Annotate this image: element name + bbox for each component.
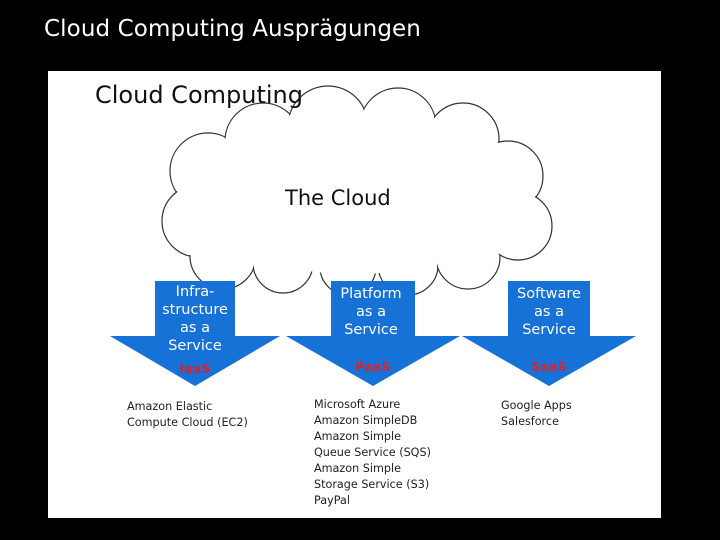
iaas-label: Infra- structure as a Service	[145, 283, 245, 355]
saas-abbr: SaaS	[531, 360, 567, 374]
example-item: Compute Cloud (EC2)	[127, 416, 248, 429]
iaas-label-line: Infra-	[175, 284, 215, 300]
paas-label-line: Platform	[340, 286, 402, 302]
example-item: Amazon Elastic	[127, 400, 213, 413]
paas-label-line: as a	[356, 304, 386, 320]
iaas-arrow	[110, 281, 280, 386]
paas-examples: Microsoft Azure Amazon SimpleDB Amazon S…	[314, 397, 431, 509]
iaas-examples: Amazon Elastic Compute Cloud (EC2)	[127, 399, 248, 431]
iaas-label-line: as a	[180, 320, 210, 336]
example-item: Amazon Simple	[314, 462, 401, 475]
diagram-title: Cloud Computing	[95, 81, 303, 109]
iaas-abbr: IaaS	[179, 362, 211, 376]
example-item: Storage Service (S3)	[314, 478, 430, 491]
saas-examples: Google Apps Salesforce	[501, 398, 572, 430]
diagram-graphics	[110, 85, 636, 386]
cloud-fill	[163, 87, 551, 294]
example-item: Microsoft Azure	[314, 398, 401, 411]
diagram-panel: Cloud Computing The Cloud Infra- structu…	[48, 71, 661, 518]
saas-label: Software as a Service	[499, 285, 599, 339]
slide-title: Cloud Computing Ausprägungen	[44, 16, 421, 42]
iaas-label-line: structure	[162, 302, 228, 318]
saas-label-line: as a	[534, 304, 564, 320]
example-item: Queue Service (SQS)	[314, 446, 431, 459]
paas-label: Platform as a Service	[321, 285, 421, 339]
example-item: Amazon SimpleDB	[314, 414, 418, 427]
example-item: PayPal	[314, 494, 350, 507]
cloud-label: The Cloud	[285, 186, 391, 210]
example-item: Google Apps	[501, 399, 572, 412]
example-item: Salesforce	[501, 415, 559, 428]
paas-label-line: Service	[344, 322, 398, 338]
iaas-label-line: Service	[168, 338, 222, 354]
saas-arrow	[462, 281, 636, 386]
saas-label-line: Software	[517, 286, 581, 302]
example-item: Amazon Simple	[314, 430, 401, 443]
saas-label-line: Service	[522, 322, 576, 338]
paas-arrow	[286, 281, 460, 386]
paas-abbr: PaaS	[355, 360, 391, 374]
